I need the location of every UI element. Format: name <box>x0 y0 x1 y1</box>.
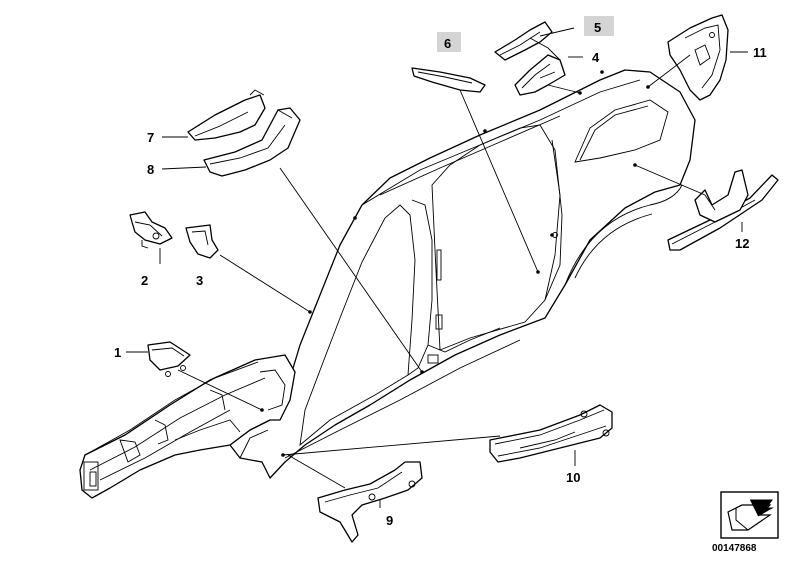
part-11-bracket <box>667 14 729 101</box>
part-5-bracket <box>494 21 561 61</box>
part-1-bracket <box>147 341 191 377</box>
callout-7[interactable]: 7 <box>147 130 154 145</box>
callout-3[interactable]: 3 <box>196 273 203 288</box>
callout-5-highlight <box>584 16 614 36</box>
callout-5[interactable]: 5 <box>594 20 601 35</box>
arrow-in-box-icon <box>720 491 779 539</box>
body-side-frame <box>229 69 696 479</box>
part-7-bracket <box>187 89 266 141</box>
callout-1[interactable]: 1 <box>114 345 121 360</box>
callout-2[interactable]: 2 <box>141 273 148 288</box>
part-4-bracket <box>514 54 566 96</box>
leader-dots <box>260 70 650 457</box>
part-3-bracket <box>185 224 219 259</box>
part-9-bracket <box>317 461 423 543</box>
callout-6-highlight <box>437 32 461 52</box>
callout-11[interactable]: 11 <box>753 45 767 60</box>
callout-12[interactable]: 12 <box>735 236 749 251</box>
part-2-bracket <box>129 211 173 249</box>
part-12-rail <box>667 169 779 251</box>
callout-8[interactable]: 8 <box>147 162 154 177</box>
front-rail-structure <box>79 354 296 499</box>
callout-labels: 1 2 3 4 5 6 7 8 9 10 11 12 <box>114 16 767 528</box>
callout-10[interactable]: 10 <box>566 470 580 485</box>
leader-lines <box>126 27 748 508</box>
part-6-strip <box>411 67 486 93</box>
part-10-panel <box>489 404 613 463</box>
document-id: 00147868 <box>712 543 757 554</box>
callout-9[interactable]: 9 <box>386 513 393 528</box>
part-8-bracket <box>203 107 301 177</box>
callout-4[interactable]: 4 <box>592 50 600 65</box>
callout-6[interactable]: 6 <box>444 36 451 51</box>
